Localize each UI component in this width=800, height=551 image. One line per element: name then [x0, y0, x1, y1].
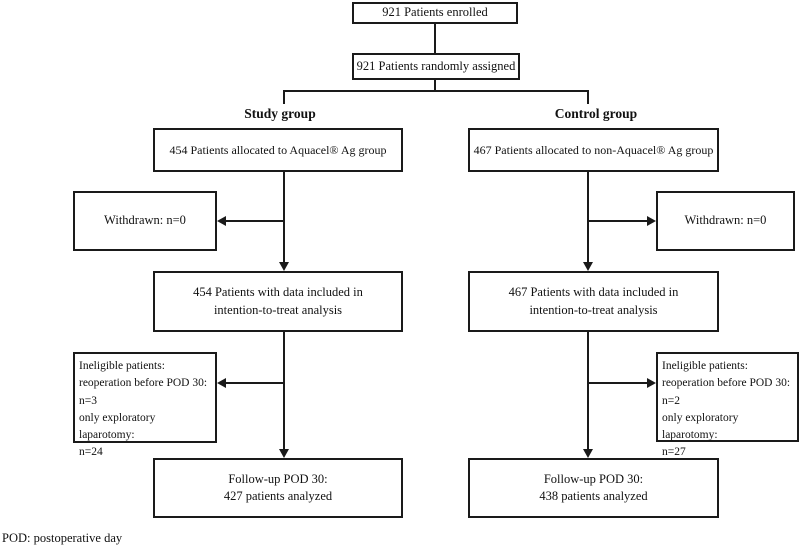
box-control-allocated-text: 467 Patients allocated to non-Aquacel® A… [473, 142, 714, 157]
box-control-ineligible-line4: only exploratory laparotomy: [662, 411, 739, 441]
box-enrolled-text: 921 Patients enrolled [382, 5, 488, 20]
connector-control-withdrawn [589, 220, 647, 222]
box-control-withdrawn-text: Withdrawn: n=0 [684, 213, 767, 228]
box-study-itt-line1: 454 Patients with data included in [193, 285, 363, 299]
box-control-followup-line1: Follow-up POD 30: [543, 471, 644, 486]
box-study-ineligible: Ineligible patients: reoperation before … [73, 352, 217, 458]
box-study-itt: 454 Patients with data included in inten… [153, 271, 403, 332]
branch-stub-study [283, 90, 285, 104]
arrowhead-study-itt [279, 262, 289, 271]
box-randomized: 921 Patients randomly assigned [352, 53, 520, 80]
study-group-label: Study group [244, 106, 316, 121]
arrowhead-control-withdrawn [647, 216, 656, 226]
box-control-followup: Follow-up POD 30: 438 patients analyzed [468, 458, 719, 518]
arrowhead-control-ineligible [647, 378, 656, 388]
box-control-ineligible: Ineligible patients: reoperation before … [656, 352, 799, 458]
box-control-ineligible-line3: n=2 [662, 394, 680, 407]
box-study-ineligible-line1: Ineligible patients: [79, 360, 165, 372]
box-study-followup: Follow-up POD 30: 427 patients analyzed [153, 458, 403, 518]
box-study-followup-line2: 427 patients analyzed [223, 489, 333, 503]
branch-stub-control [587, 90, 589, 104]
box-study-withdrawn: Withdrawn: n=0 [73, 191, 217, 251]
box-control-itt-line1: 467 Patients with data included in [508, 285, 679, 299]
connector-enrolled-to-randomized [434, 24, 436, 53]
box-control-ineligible-line1: Ineligible patients: [662, 360, 748, 372]
box-study-ineligible-line4: only exploratory laparotomy: [79, 411, 156, 441]
box-enrolled: 921 Patients enrolled [352, 2, 518, 24]
arrowhead-study-ineligible [217, 378, 226, 388]
connector-control-itt-to-followup [587, 332, 589, 450]
box-control-itt: 467 Patients with data included in inten… [468, 271, 719, 332]
connector-control-ineligible [589, 382, 647, 384]
arrowhead-control-itt [583, 262, 593, 271]
box-control-ineligible-line5: n=27 [662, 446, 686, 459]
connector-study-itt-to-followup [283, 332, 285, 450]
box-control-withdrawn: Withdrawn: n=0 [656, 191, 795, 251]
connector-study-allocated-to-itt [283, 172, 285, 263]
arrowhead-study-followup [279, 449, 289, 458]
arrowhead-control-followup [583, 449, 593, 458]
box-control-itt-line2: intention-to-treat analysis [529, 302, 658, 317]
box-study-ineligible-line5: n=24 [79, 446, 103, 459]
box-study-allocated: 454 Patients allocated to Aquacel® Ag gr… [153, 128, 403, 172]
box-control-allocated: 467 Patients allocated to non-Aquacel® A… [468, 128, 719, 172]
connector-randomized-to-branch [434, 80, 436, 91]
arrowhead-study-withdrawn [217, 216, 226, 226]
footnote: POD: postoperative day [2, 531, 123, 545]
box-study-ineligible-line2: reoperation before POD 30: [79, 377, 208, 390]
box-study-allocated-text: 454 Patients allocated to Aquacel® Ag gr… [169, 142, 387, 157]
box-randomized-text: 921 Patients randomly assigned [356, 58, 516, 73]
control-group-label: Control group [554, 106, 638, 121]
connector-study-withdrawn [226, 220, 284, 222]
box-study-followup-line1: Follow-up POD 30: [228, 471, 328, 486]
box-study-withdrawn-text: Withdrawn: n=0 [104, 213, 186, 228]
connector-control-allocated-to-itt [587, 172, 589, 263]
box-control-ineligible-line2: reoperation before POD 30: [662, 377, 791, 390]
branch-horizontal-line [283, 90, 589, 92]
box-study-itt-line2: intention-to-treat analysis [213, 302, 343, 317]
connector-study-ineligible [226, 382, 284, 384]
box-study-ineligible-line3: n=3 [79, 394, 97, 407]
box-control-followup-line2: 438 patients analyzed [539, 489, 648, 503]
